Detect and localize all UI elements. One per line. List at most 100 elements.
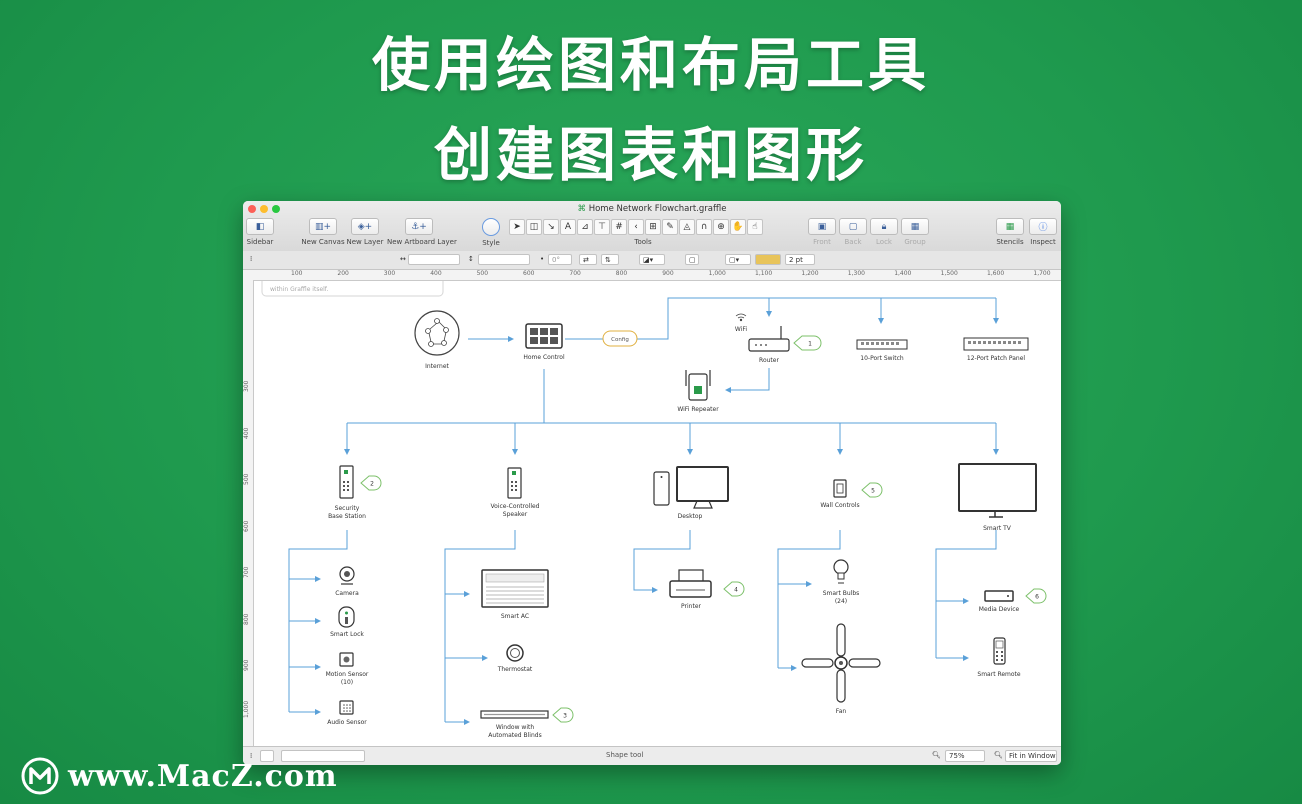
magnet-tool-icon[interactable]: ∩: [696, 219, 712, 235]
diagram-canvas[interactable]: within Graffle itself.: [254, 281, 1061, 746]
zoom-select[interactable]: 75%: [945, 750, 985, 762]
stroke-popup[interactable]: ▢▾: [725, 254, 751, 265]
wifi-repeater-node[interactable]: WiFi Repeater: [677, 370, 719, 413]
new-artboard-layer-button[interactable]: ⚓+ New Artboard Layer: [387, 218, 457, 250]
shape-tool-icon[interactable]: ◫: [526, 219, 542, 235]
grid-toggle-icon[interactable]: ⁞: [250, 752, 253, 760]
promo-title-line2: 创建图表和图形: [433, 121, 868, 189]
zoom-in-icon[interactable]: 🔍︎: [994, 751, 1003, 759]
selection-tool-icon[interactable]: ➤: [509, 219, 525, 235]
minimize-window-button[interactable]: [260, 205, 268, 213]
stencils-button[interactable]: ▦ Stencils: [995, 218, 1025, 250]
callout-6[interactable]: 6: [1025, 588, 1047, 604]
status-bar: ⁞ Shape tool 🔍︎ 75% 🔍︎ Fit in Window: [243, 746, 1061, 765]
collapse-tools-icon[interactable]: ‹: [628, 219, 644, 235]
diagram-text-tool-icon[interactable]: ⊤: [594, 219, 610, 235]
front-button[interactable]: ▣ Front: [808, 218, 836, 250]
audio-sensor-node[interactable]: Audio Sensor: [327, 700, 367, 726]
patch-panel-node[interactable]: 12-Port Patch Panel: [963, 337, 1029, 362]
ruler-tick-label: 1,000: [243, 700, 250, 718]
fill-popup[interactable]: ◪▾: [639, 254, 665, 265]
connector-config-bus[interactable]: [637, 297, 996, 340]
callout-5[interactable]: 5: [861, 482, 883, 498]
flip-horizontal-icon[interactable]: ⇄: [579, 254, 597, 265]
sidebar-button[interactable]: ◧ Sidebar: [245, 218, 275, 250]
motion-sensor-node[interactable]: Motion Sensor (10): [326, 652, 369, 686]
filter-field[interactable]: [281, 750, 365, 762]
connector-tv-branch[interactable]: [935, 530, 997, 658]
group-button[interactable]: ▦ Group: [901, 218, 929, 250]
smart-remote-node[interactable]: Smart Remote: [977, 637, 1021, 678]
config-node[interactable]: Config: [602, 330, 638, 347]
patch-ports-icon: [968, 341, 1021, 344]
hand-tool-icon[interactable]: ✋: [730, 219, 746, 235]
note-box[interactable]: [261, 281, 444, 297]
globe-icon: [425, 318, 449, 347]
smart-ac-node[interactable]: Smart AC: [481, 569, 549, 620]
router-node[interactable]: WiFi Router: [735, 313, 790, 364]
fit-in-window-button[interactable]: Fit in Window: [1005, 750, 1057, 762]
smart-lock-node[interactable]: Smart Lock: [330, 606, 364, 638]
connector-speaker-branch[interactable]: [444, 530, 516, 722]
stroke-width-field[interactable]: 2 pt: [785, 254, 815, 265]
ruler-tick-label: 1,600: [987, 270, 1005, 277]
back-button[interactable]: ▢ Back: [839, 218, 867, 250]
zoom-window-button[interactable]: [272, 205, 280, 213]
diagram-tool-icon[interactable]: ⊞: [645, 219, 661, 235]
shadow-toggle[interactable]: ▢: [685, 254, 699, 265]
new-canvas-button[interactable]: ▥+ New Canvas: [301, 218, 345, 250]
switch-node[interactable]: 10-Port Switch: [856, 339, 908, 362]
height-field[interactable]: [478, 254, 530, 265]
connector-desktop-printer[interactable]: [633, 530, 691, 593]
router-label: Router: [759, 357, 779, 364]
media-device-node[interactable]: Media Device: [979, 590, 1020, 613]
callout-3[interactable]: 3: [552, 707, 574, 723]
connector-wall-branch[interactable]: [777, 530, 841, 668]
camera-node[interactable]: Camera: [335, 566, 359, 597]
close-window-button[interactable]: [248, 205, 256, 213]
sidebar-toggle[interactable]: [260, 750, 274, 762]
table-tool-icon[interactable]: #: [611, 219, 627, 235]
connectors: [288, 297, 999, 725]
fan-node[interactable]: Fan: [801, 623, 881, 715]
inspect-button[interactable]: ⓘ Inspect: [1028, 218, 1058, 250]
window-blinds-node[interactable]: Window with Automated Blinds: [480, 710, 549, 739]
connector-security-branch[interactable]: [288, 530, 348, 712]
zoom-out-icon[interactable]: 🔍︎: [932, 751, 941, 759]
lock-icon: 🔒︎: [870, 218, 898, 235]
svg-text:4: 4: [734, 587, 738, 594]
new-layer-button[interactable]: ◈+ New Layer: [346, 218, 384, 250]
flip-vertical-icon[interactable]: ⇅: [601, 254, 619, 265]
callout-1[interactable]: 1: [793, 335, 822, 351]
thermostat-node[interactable]: Thermostat: [497, 644, 533, 673]
connector-router-repeater[interactable]: [725, 368, 770, 393]
style-button[interactable]: Style: [479, 218, 503, 250]
speaker-node[interactable]: Voice-Controlled Speaker: [491, 467, 540, 518]
rotation-field[interactable]: 0°: [548, 254, 572, 265]
style-brush-icon[interactable]: ✎: [662, 219, 678, 235]
wall-controls-node[interactable]: Wall Controls: [820, 479, 860, 509]
grid-icon[interactable]: ⁞: [250, 255, 253, 263]
internet-node[interactable]: Internet: [414, 310, 460, 370]
callout-2[interactable]: 2: [360, 475, 382, 491]
smart-bulbs-node[interactable]: Smart Bulbs (24): [823, 559, 860, 605]
callout-4[interactable]: 4: [723, 581, 745, 597]
text-tool-icon[interactable]: A: [560, 219, 576, 235]
point-editor-icon[interactable]: ◬: [679, 219, 695, 235]
browse-tool-icon[interactable]: ☝: [747, 219, 763, 235]
desktop-node[interactable]: Desktop: [653, 466, 729, 520]
width-field[interactable]: [408, 254, 460, 265]
printer-label: Printer: [681, 603, 701, 610]
send-back-icon: ▢: [839, 218, 867, 235]
security-base-node[interactable]: Security Base Station: [328, 465, 366, 520]
printer-node[interactable]: Printer: [669, 569, 712, 610]
stroke-color-well[interactable]: [755, 254, 781, 265]
home-control-node[interactable]: Home Control: [523, 323, 565, 361]
line-tool-icon[interactable]: ↘: [543, 219, 559, 235]
lock-button[interactable]: 🔒︎ Lock: [870, 218, 898, 250]
pen-tool-icon[interactable]: ⊿: [577, 219, 593, 235]
smart-tv-node[interactable]: Smart TV: [958, 463, 1037, 532]
magnify-tool-icon[interactable]: ⊕: [713, 219, 729, 235]
